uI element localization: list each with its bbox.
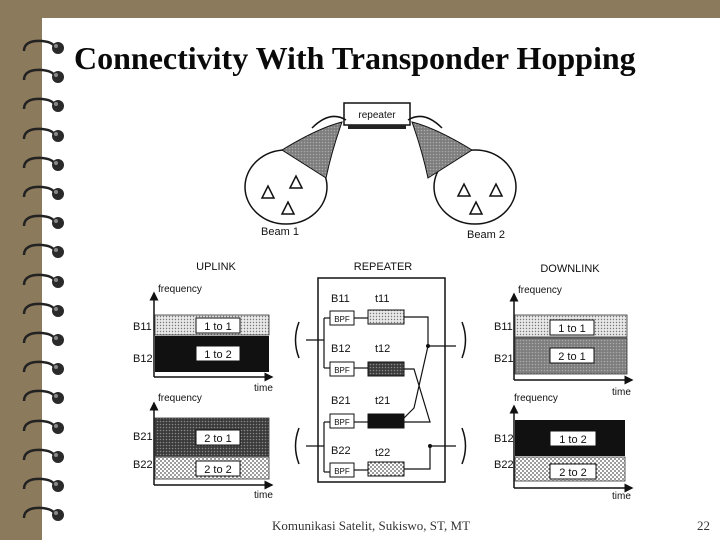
- binder-ring: [18, 155, 64, 171]
- beam-label: B22: [494, 459, 514, 471]
- downlink-beam2-chart: frequency time 1 to 2 2 to 2 B12 B22: [494, 393, 634, 502]
- band-label: 1 to 1: [558, 323, 586, 335]
- slide-title: Connectivity With Transponder Hopping: [74, 40, 636, 76]
- beam-label: B21: [494, 353, 514, 365]
- bandpass-filter: [329, 361, 355, 377]
- path-beam-label: B12: [331, 343, 351, 355]
- beam-label: B12: [133, 353, 153, 365]
- time-switch: [367, 461, 405, 477]
- filter-label: BPF: [334, 418, 350, 427]
- time-axis-label: time: [612, 387, 631, 398]
- path-beam-label: B21: [331, 395, 351, 407]
- antenna-icon: [280, 200, 296, 215]
- uplink-heading: UPLINK: [196, 261, 236, 273]
- uplink-beam2-chart: frequency time 2 to 1 2 to 2 B21 B22: [133, 393, 274, 501]
- band-label: 2 to 2: [559, 467, 587, 479]
- beam2-coverage: [433, 149, 517, 225]
- time-switch: [367, 413, 405, 429]
- path-beam-label: B11: [331, 293, 350, 305]
- frequency-axis-label: frequency: [158, 284, 202, 295]
- repeater-block: BPF BPF BPF BPF B11 B12 B21 B22 t11 t12 …: [294, 277, 467, 483]
- beam2-cone: [411, 121, 473, 179]
- beam-label: B22: [133, 459, 153, 471]
- band-label: 2 to 1: [558, 351, 586, 363]
- repeater-base: [348, 125, 406, 129]
- binder-ring: [18, 447, 64, 463]
- slide-footer: Komunikasi Satelit, Sukiswo, ST, MT: [272, 518, 471, 533]
- beam-label: B11: [494, 321, 513, 333]
- beam-label: B12: [494, 433, 514, 445]
- filter-label: BPF: [334, 315, 350, 324]
- switch-label: t22: [375, 447, 390, 459]
- binder-ring: [18, 213, 64, 230]
- binder-ring: [18, 242, 64, 259]
- band-label: 1 to 1: [204, 321, 232, 333]
- antenna-icon: [488, 182, 504, 197]
- binder-ring: [18, 476, 64, 492]
- frequency-axis-label: frequency: [514, 393, 558, 404]
- frequency-axis-label: frequency: [518, 285, 562, 296]
- downlink-heading: DOWNLINK: [540, 263, 600, 275]
- band-label: 2 to 2: [204, 464, 232, 476]
- beam1-label: Beam 1: [261, 226, 299, 238]
- beam-label: B11: [133, 321, 152, 333]
- satellite-beams-illustration: repeater Beam 1 Beam 2: [244, 102, 517, 241]
- time-switch: [367, 361, 405, 377]
- beam2-label: Beam 2: [467, 229, 505, 241]
- beam1-cone: [281, 121, 343, 179]
- binder-ring: [18, 505, 64, 522]
- antenna-icon: [288, 174, 304, 189]
- binder-ring: [18, 418, 64, 434]
- time-switch: [367, 309, 405, 325]
- binder-ring: [18, 330, 64, 346]
- switch-label: t11: [375, 293, 389, 305]
- filter-label: BPF: [334, 366, 350, 375]
- time-axis-label: time: [254, 490, 273, 501]
- switch-label: t21: [375, 395, 390, 407]
- binder-ring: [18, 38, 64, 54]
- binder-ring: [18, 388, 64, 405]
- band-label: 2 to 1: [204, 433, 232, 445]
- repeater-heading: REPEATER: [354, 261, 413, 273]
- band-label: 1 to 2: [204, 349, 232, 361]
- binder-ring: [18, 184, 64, 200]
- antenna-icon: [468, 200, 484, 215]
- antenna-icon: [456, 182, 472, 197]
- repeater-label: repeater: [358, 110, 396, 121]
- path-beam-label: B22: [331, 445, 351, 457]
- binder-ring: [18, 359, 64, 376]
- page-number: 22: [697, 518, 710, 533]
- beam-label: B21: [133, 431, 153, 443]
- antenna-icon: [260, 184, 276, 199]
- filter-label: BPF: [334, 467, 350, 476]
- binder-ring: [18, 272, 64, 288]
- band-label: 1 to 2: [559, 434, 587, 446]
- time-axis-label: time: [254, 383, 273, 394]
- time-axis-label: time: [612, 491, 631, 502]
- bandpass-filter: [329, 413, 355, 429]
- binder-ring: [18, 96, 64, 113]
- binder-ring: [18, 126, 64, 142]
- binder-ring: [18, 67, 64, 84]
- frequency-axis-label: frequency: [158, 393, 202, 404]
- binder-ring: [18, 301, 64, 317]
- switch-label: t12: [375, 343, 390, 355]
- uplink-beam1-chart: frequency time 1 to 1 1 to 2 B11 B12: [133, 284, 274, 394]
- downlink-beam1-chart: frequency time 1 to 1 2 to 1 B11 B21: [494, 285, 634, 398]
